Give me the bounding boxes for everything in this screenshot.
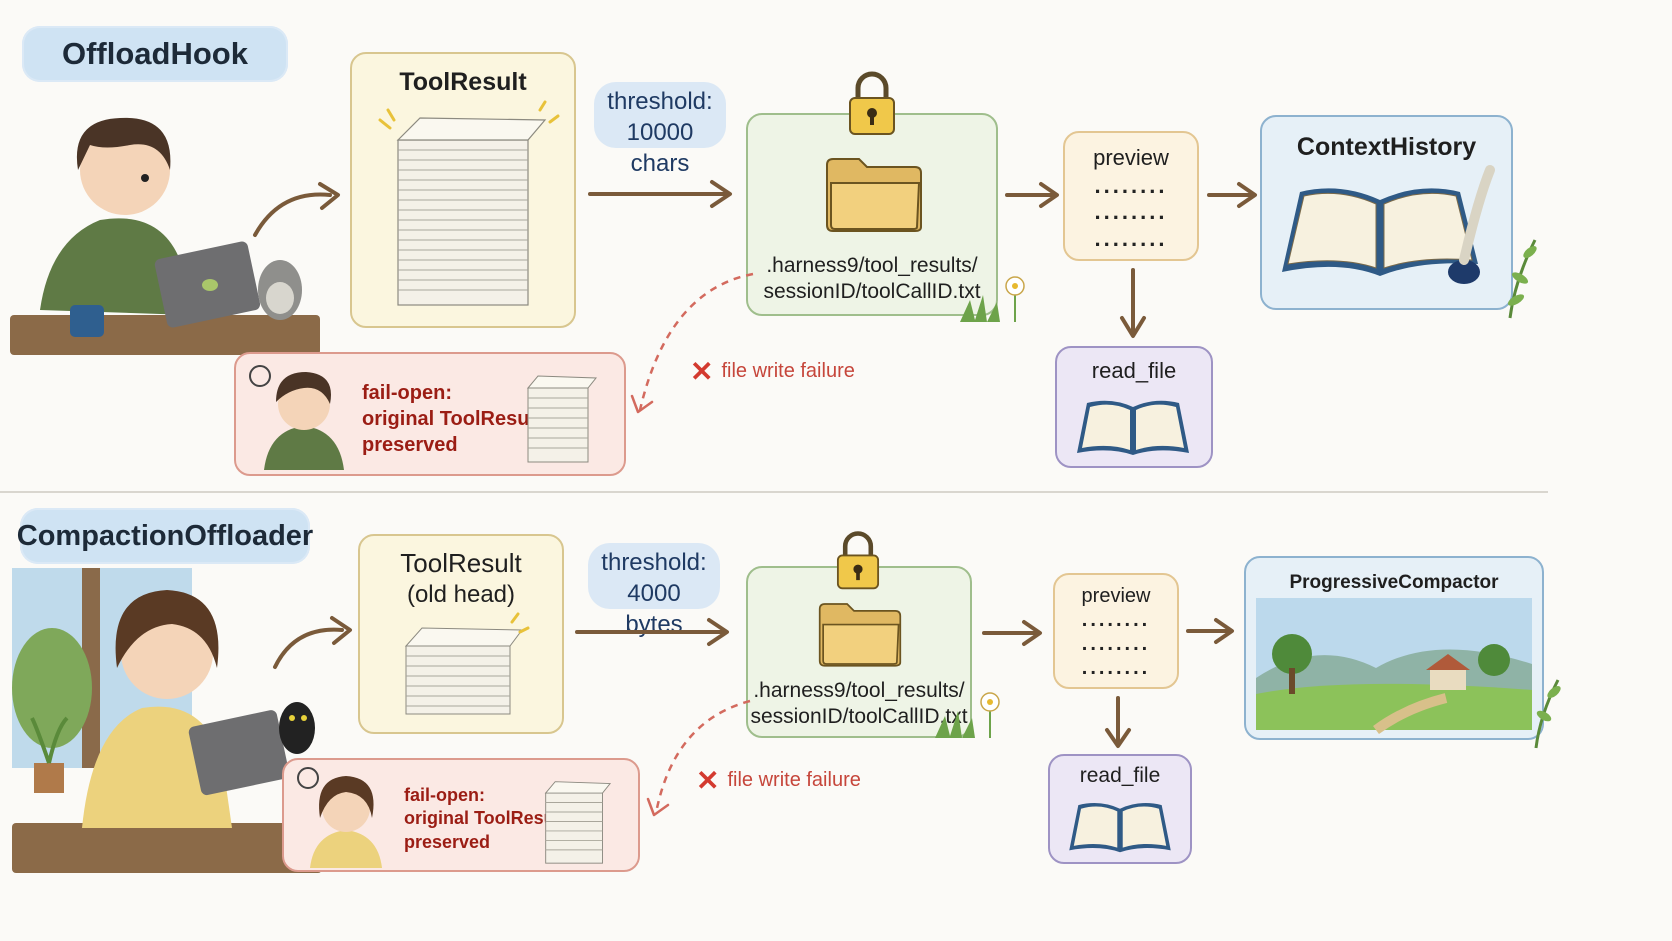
flower-grass-decoration <box>960 276 1025 322</box>
file-path-line1: .harness9/tool_results/ <box>766 254 978 277</box>
landscape-image <box>1256 598 1532 735</box>
read-file-title: read_file <box>1079 764 1161 787</box>
flower-grass-decoration <box>935 692 1000 738</box>
threshold-label: threshold: <box>601 549 707 576</box>
file-write-failure-label: ✕ file write failure <box>690 355 855 388</box>
arrow-toolresult-to-file <box>588 180 732 208</box>
plant-decoration <box>1534 679 1561 749</box>
read-file-title: read_file <box>1091 358 1177 383</box>
threshold-value: 10000 chars <box>626 119 694 178</box>
paper-stack-small-icon <box>544 781 612 864</box>
arrow-preview-to-summary <box>1186 618 1234 644</box>
threshold-badge: threshold: 10000 chars <box>594 82 726 177</box>
preview-box: preview ........ ........ ........ <box>1053 573 1179 689</box>
plant-decoration <box>1507 239 1537 319</box>
preview-line: ........ <box>1094 199 1168 225</box>
preview-line: ........ <box>1081 633 1151 655</box>
section-label-text: OffloadHook <box>62 36 248 71</box>
lock-icon <box>836 531 880 590</box>
preview-title: preview <box>1081 585 1151 607</box>
arrow-file-to-preview <box>1005 182 1059 208</box>
paper-stack-icon <box>404 612 530 715</box>
open-book-quill-icon <box>1282 165 1495 284</box>
preview-line: ........ <box>1081 609 1151 631</box>
developer-boy-illustration <box>10 117 320 355</box>
arrow-preview-to-readfile <box>1120 268 1146 338</box>
x-icon: ✕ <box>696 765 720 796</box>
context-history-title: ContextHistory <box>1296 133 1477 161</box>
developer-girl-illustration <box>12 568 322 873</box>
arrow-dev-to-toolresult <box>253 182 340 237</box>
fail-open-line2: original ToolResult <box>404 808 566 829</box>
file-path-line1: .harness9/tool_results/ <box>753 679 965 702</box>
arrow-preview-to-context <box>1207 182 1257 208</box>
fail-open-line3: preserved <box>404 831 491 852</box>
failure-text: file write failure <box>727 769 861 791</box>
fail-open-line2: original ToolResult <box>362 408 542 430</box>
fail-open-line3: preserved <box>362 434 458 456</box>
file-path-line2: sessionID/toolCallID.txt <box>763 280 981 304</box>
preview-title: preview <box>1093 145 1169 170</box>
file-path-line2: sessionID/toolCallID.txt <box>750 705 968 729</box>
tool-result-subtitle: (old head) <box>406 581 516 608</box>
failure-dashed-arrow <box>646 699 751 817</box>
arrow-dev2-to-toolresult <box>273 616 352 669</box>
x-icon: ✕ <box>690 356 714 387</box>
section-label-offloadhook: OffloadHook <box>22 26 288 82</box>
fail-open-line1: fail-open: <box>362 382 452 404</box>
arrow-file-to-preview <box>982 620 1042 646</box>
section-label-text: CompactionOffloader <box>16 519 314 552</box>
preview-box: preview ........ ........ ........ <box>1063 131 1199 261</box>
section-label-compactionoffloader: CompactionOffloader <box>16 508 314 564</box>
preview-line: ........ <box>1094 173 1168 198</box>
tool-result-title: ToolResult <box>400 548 522 578</box>
folder-icon <box>826 158 922 232</box>
worried-boy-icon <box>249 365 344 470</box>
worried-girl-icon <box>297 767 382 868</box>
paper-stack-icon <box>378 100 560 306</box>
arrow-preview-to-readfile <box>1105 696 1131 748</box>
lock-icon <box>849 71 895 135</box>
book-icon <box>1077 400 1189 455</box>
threshold-label: threshold: <box>607 88 713 115</box>
preview-line: ........ <box>1081 657 1151 679</box>
book-icon <box>1069 803 1171 853</box>
failure-text: file write failure <box>721 360 855 382</box>
folder-icon <box>818 603 902 667</box>
preview-line: ........ <box>1094 225 1168 251</box>
threshold-badge: threshold: 4000 bytes <box>588 543 720 638</box>
arrow-toolresult-to-file <box>575 618 729 646</box>
fail-open-line1: fail-open: <box>404 785 485 805</box>
file-write-failure-label: ✕ file write failure <box>696 764 861 797</box>
failure-dashed-arrow <box>630 272 754 414</box>
paper-stack-small-icon <box>526 375 598 463</box>
tool-result-title: ToolResult <box>399 68 527 96</box>
section-divider <box>0 491 1548 493</box>
